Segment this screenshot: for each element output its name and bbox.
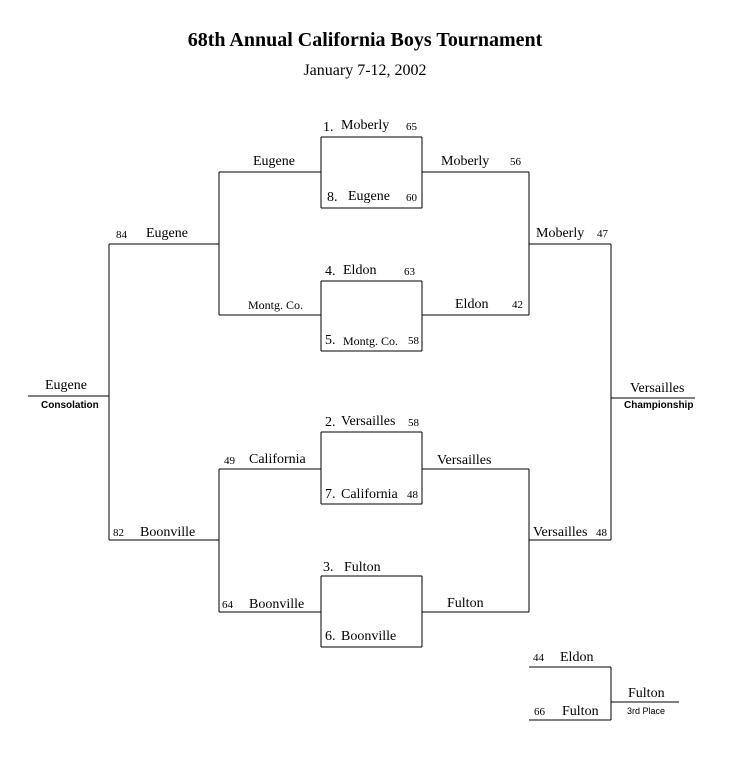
seed-label: 2. <box>325 415 336 430</box>
score-label: 48 <box>596 527 607 539</box>
score-label: 44 <box>533 652 544 664</box>
seed-label: 7. <box>325 487 336 502</box>
game-box-2 <box>320 280 423 352</box>
team-name: Montg. Co. <box>343 334 399 348</box>
winners-bracket-lines <box>422 171 695 613</box>
seed-label: 5. <box>325 333 336 348</box>
score-label: 66 <box>534 706 545 718</box>
score-label: 82 <box>113 527 124 539</box>
score-label: 58 <box>408 335 419 347</box>
score-label: 42 <box>512 299 523 311</box>
team-name: Boonville <box>341 629 397 644</box>
team-name: Moberly <box>341 118 390 133</box>
third-place-caption: 3rd Place <box>627 706 666 716</box>
score-label: 58 <box>408 417 419 429</box>
team-name: Eldon <box>560 650 594 665</box>
team-name: Versailles <box>533 525 588 540</box>
team-name: Fulton <box>447 596 484 611</box>
score-label: 84 <box>116 229 127 241</box>
team-name: Eugene <box>348 189 390 204</box>
championship-caption: Championship <box>624 400 694 411</box>
team-name: Montg. Co. <box>248 298 304 312</box>
score-label: 48 <box>407 489 418 501</box>
page-title: 68th Annual California Boys Tournament <box>187 29 543 51</box>
team-name: Eldon <box>343 263 377 278</box>
seed-label: 1. <box>323 120 334 135</box>
seed-label: 4. <box>325 264 336 279</box>
team-name: California <box>341 487 398 502</box>
team-name: California <box>249 452 306 467</box>
consolation-caption: Consolation <box>41 400 99 411</box>
score-label: 60 <box>406 192 417 204</box>
team-name: Eugene <box>253 154 295 169</box>
score-label: 47 <box>597 228 608 240</box>
team-name: Boonville <box>140 525 196 540</box>
seed-label: 8. <box>327 190 338 205</box>
team-name: Moberly <box>536 226 585 241</box>
team-name: Fulton <box>344 560 381 575</box>
score-label: 65 <box>406 121 417 133</box>
third-place-winner-name: Fulton <box>628 686 665 701</box>
seed-label: 3. <box>323 560 334 575</box>
score-label: 63 <box>404 266 415 278</box>
consolation-winner-name: Eugene <box>45 378 87 393</box>
consolation-bracket-lines <box>28 171 321 613</box>
page-subtitle: January 7-12, 2002 <box>303 62 427 79</box>
game-box-3 <box>320 431 423 505</box>
team-name: Moberly <box>441 154 490 169</box>
champion-name: Versailles <box>630 381 685 396</box>
team-name: Fulton <box>562 704 599 719</box>
score-label: 64 <box>222 599 233 611</box>
third-place-lines <box>529 666 679 721</box>
team-name: Eugene <box>146 226 188 241</box>
team-name: Versailles <box>437 453 492 468</box>
score-label: 56 <box>510 156 521 168</box>
seed-label: 6. <box>325 629 336 644</box>
score-label: 49 <box>224 455 235 467</box>
team-name: Boonville <box>249 597 305 612</box>
team-name: Eldon <box>455 297 489 312</box>
team-name: Versailles <box>341 414 396 429</box>
